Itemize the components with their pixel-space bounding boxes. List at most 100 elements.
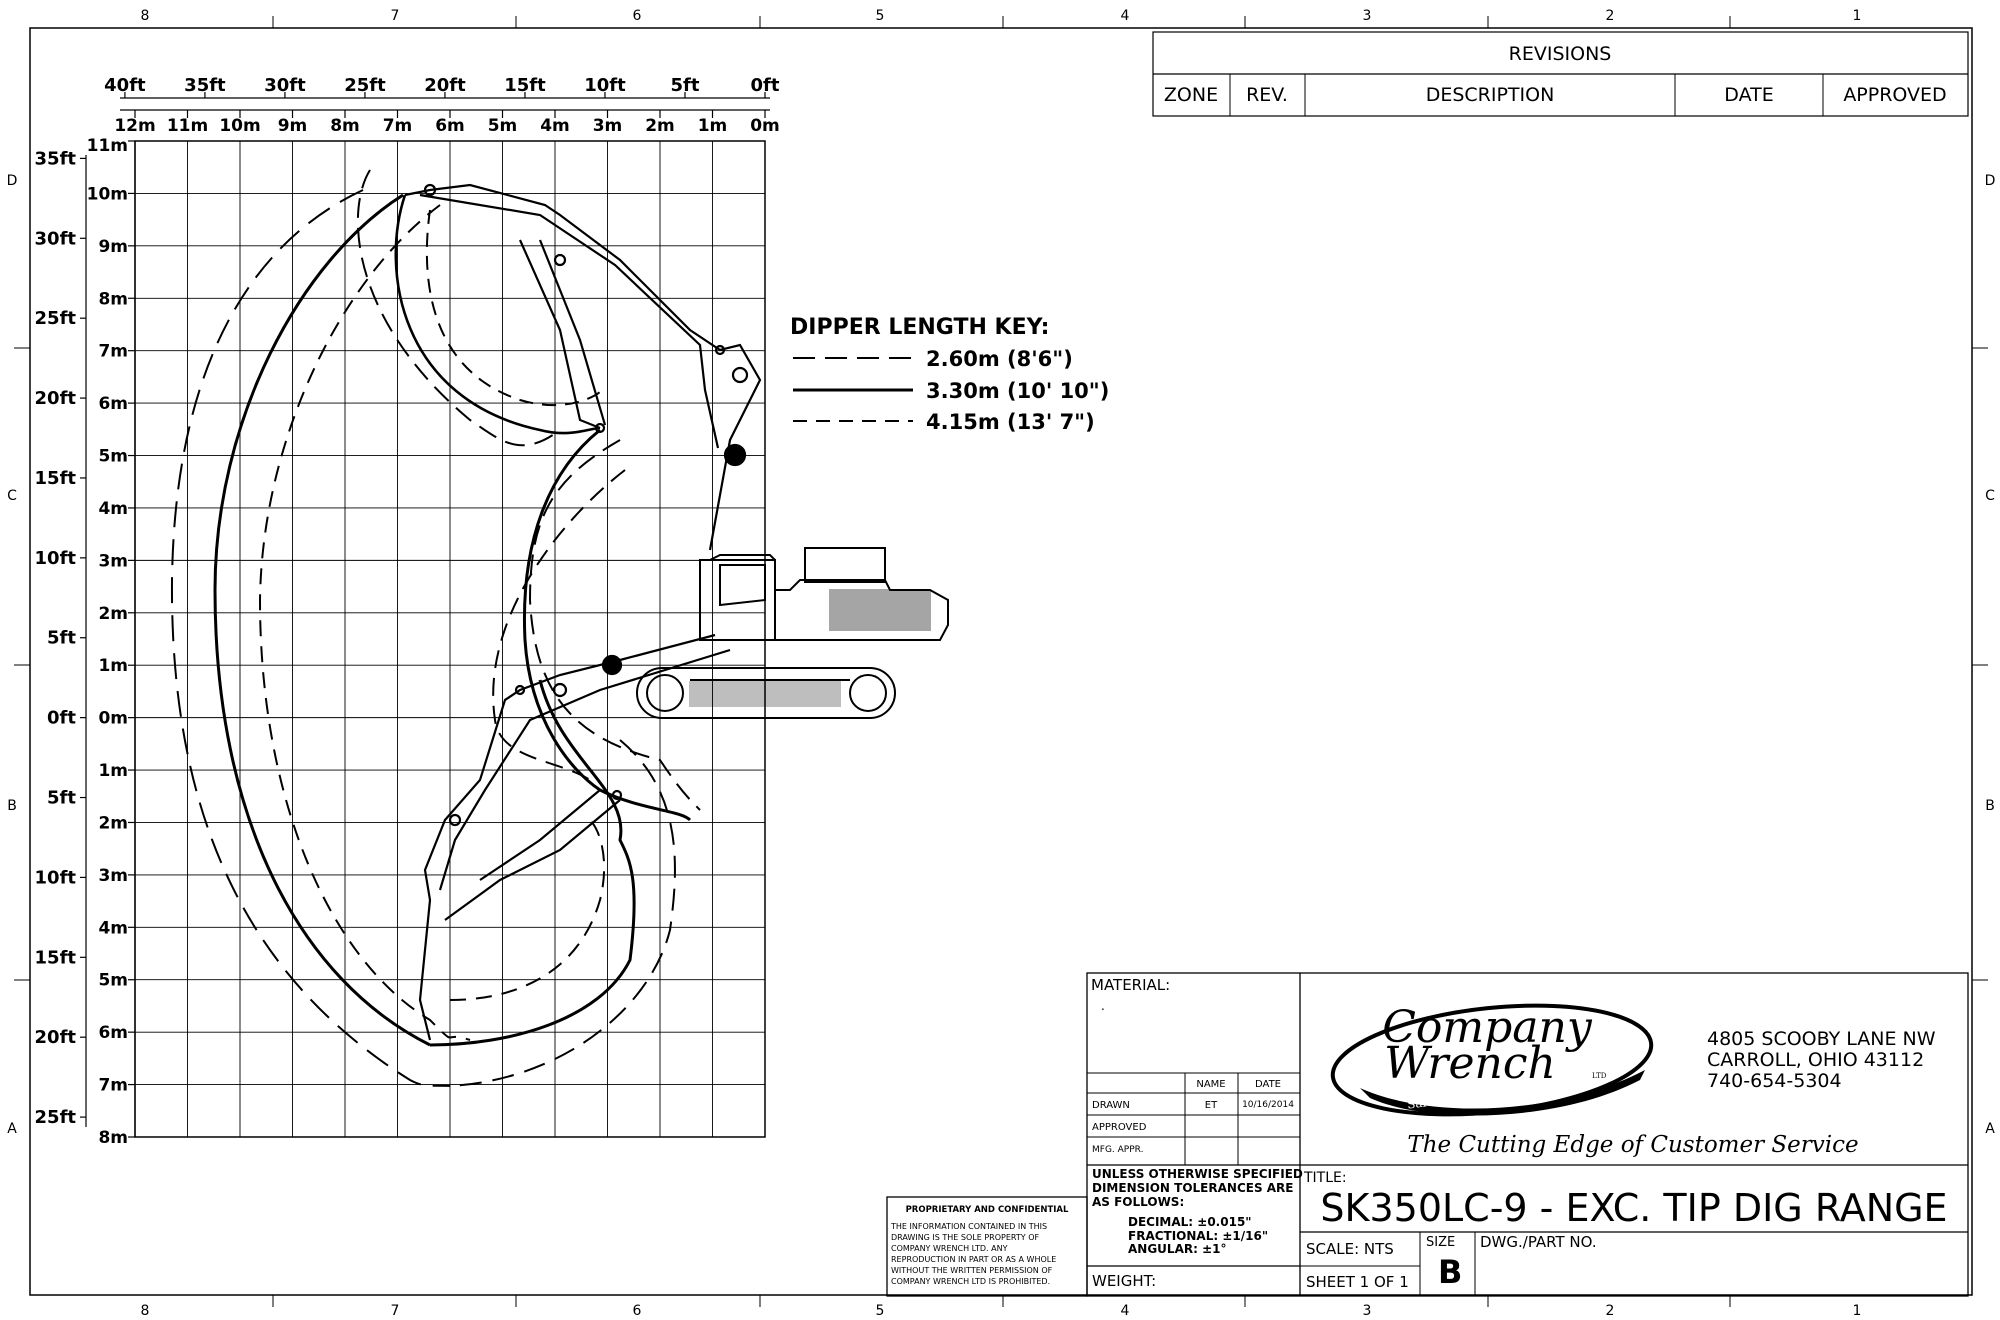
envelope-3-30m [213,193,431,1047]
zone-col-label-top: 8 [141,8,150,24]
zone-col-label-bottom: 5 [876,1303,885,1319]
left-ft-tick-label: 25ft [35,1107,77,1128]
tolerance-line-1: UNLESS OTHERWISE SPECIFIED [1092,1167,1303,1181]
key-label-2-60m: 2.60m (8'6") [926,347,1073,371]
envelope-4-15m-lower-curl [449,739,676,1087]
zone-col-label-bottom: 7 [391,1303,400,1319]
left-m-tick-label: 8m [98,1128,128,1148]
key-label-3-30m: 3.30m (10' 10") [926,379,1109,403]
tolerance-angular: ANGULAR: ±1° [1128,1242,1226,1256]
track-assembly [636,667,896,719]
left-m-tick-label: 3m [98,551,128,571]
chart-grid [135,141,765,1137]
proprietary-line-4: REPRODUCTION IN PART OR AS A WHOLE [891,1255,1056,1264]
left-m-tick-label: 7m [98,342,128,362]
title-label: TITLE: [1303,1170,1347,1186]
drawing-title: SK350LC-9 - EXC. TIP DIG RANGE [1320,1186,1947,1230]
rev-col-date: DATE [1724,84,1773,106]
envelope-4-15m-core [528,439,701,811]
left-ft-tick-label: 25ft [35,308,77,329]
excavator-body [636,547,949,719]
left-m-tick-label: 6m [98,394,128,414]
zone-col-label-top: 6 [633,8,642,24]
top-m-tick-label: 4m [540,116,570,136]
slogan: The Cutting Edge of Customer Service [1407,1132,1858,1158]
size-value: B [1438,1253,1462,1291]
proprietary-box [886,1196,1088,1297]
col-name-header: NAME [1196,1079,1225,1090]
left-ft-tick-label: 20ft [35,1027,77,1048]
top-m-tick-label: 10m [219,116,260,136]
zone-row-label-left: B [7,798,17,814]
rev-col-rev: REV. [1246,84,1288,106]
top-ft-tick-label: 40ft [104,75,146,96]
proprietary-title: PROPRIETARY AND CONFIDENTIAL [906,1205,1069,1215]
top-m-tick-label: 7m [383,116,413,136]
axis-ticks [80,92,766,1138]
left-m-tick-label: 9m [98,237,128,257]
left-ft-tick-label: 10ft [35,867,77,888]
material-label: MATERIAL: [1091,976,1170,994]
top-ft-tick-label: 30ft [264,75,306,96]
left-m-tick-label: 5m [98,447,128,467]
left-ft-tick-label: 15ft [35,947,77,968]
excavator-arm-upper [404,183,762,551]
left-m-tick-label: 11m [87,136,128,156]
rev-col-zone: ZONE [1164,84,1218,106]
drawn-date: 10/16/2014 [1242,1100,1294,1110]
proprietary-line-2: DRAWING IS THE SOLE PROPERTY OF [891,1233,1039,1242]
zone-row-label-right: C [1985,488,1995,504]
zone-row-label-right: D [1985,173,1996,189]
zone-col-label-bottom: 1 [1853,1303,1862,1319]
revisions-title: REVISIONS [1509,43,1612,65]
zone-col-label-top: 5 [876,8,885,24]
zone-col-label-top: 3 [1363,8,1372,24]
weight-label: WEIGHT: [1092,1272,1156,1290]
dipper-length-key: DIPPER LENGTH KEY: 2.60m (8'6") 3.30m (1… [790,315,1109,434]
revisions-table: REVISIONS ZONE REV. DESCRIPTION DATE APP… [1152,31,1969,117]
drawn-label: DRAWN [1092,1100,1130,1111]
address-line-2: CARROLL, OHIO 43112 [1707,1049,1924,1071]
zone-ticks [14,16,1988,1307]
left-ft-tick-label: 20ft [35,388,77,409]
left-m-tick-label: 10m [87,184,128,204]
approved-label: APPROVED [1092,1122,1147,1133]
company-logo: Company Wrench LTD Sales - Parts - Servi… [1330,1002,1654,1117]
title-block-text: MATERIAL: . NAME DATE DRAWN ET 10/16/201… [890,976,1948,1291]
logo-ltd: LTD [1592,1072,1607,1080]
left-m-tick-label: 3m [98,866,128,886]
top-m-tick-label: 9m [278,116,308,136]
zone-col-label-bottom: 8 [141,1303,150,1319]
mfg-label: MFG. APPR. [1092,1145,1143,1155]
zone-row-label-right: A [1985,1121,1995,1137]
envelope-2-60m-lower-curl [449,819,606,1001]
logo-company: Company [1382,1002,1593,1053]
left-m-tick-label: 2m [98,604,128,624]
top-m-tick-label: 12m [114,116,155,136]
left-ft-tick-label: 35ft [35,148,77,169]
top-ft-tick-label: 5ft [671,75,700,96]
top-ft-tick-label: 25ft [344,75,386,96]
top-ft-tick-label: 10ft [584,75,626,96]
left-ft-tick-label: 5ft [47,628,76,649]
top-ft-tick-label: 20ft [424,75,466,96]
top-m-tick-label: 6m [435,116,465,136]
envelope-2-60m-upper-inner [425,209,601,407]
left-m-tick-label: 4m [98,918,128,938]
left-m-tick-label: 0m [98,709,128,729]
left-ft-tick-label: 0ft [47,708,76,729]
proprietary-line-6: COMPANY WRENCH LTD IS PROHIBITED. [891,1277,1050,1286]
cab [699,554,776,641]
address-line-3: 740-654-5304 [1707,1070,1842,1092]
logo-wrench: Wrench [1384,1038,1556,1089]
key-title: DIPPER LENGTH KEY: [790,315,1049,340]
envelope-2-60m-core [492,469,626,781]
rev-col-approved: APPROVED [1843,84,1946,106]
top-ft-tick-label: 0ft [751,75,780,96]
zone-col-label-top: 7 [391,8,400,24]
tolerance-line-2: DIMENSION TOLERANCES ARE [1092,1181,1294,1195]
zone-row-label-left: A [7,1121,17,1137]
left-ft-tick-label: 10ft [35,548,77,569]
